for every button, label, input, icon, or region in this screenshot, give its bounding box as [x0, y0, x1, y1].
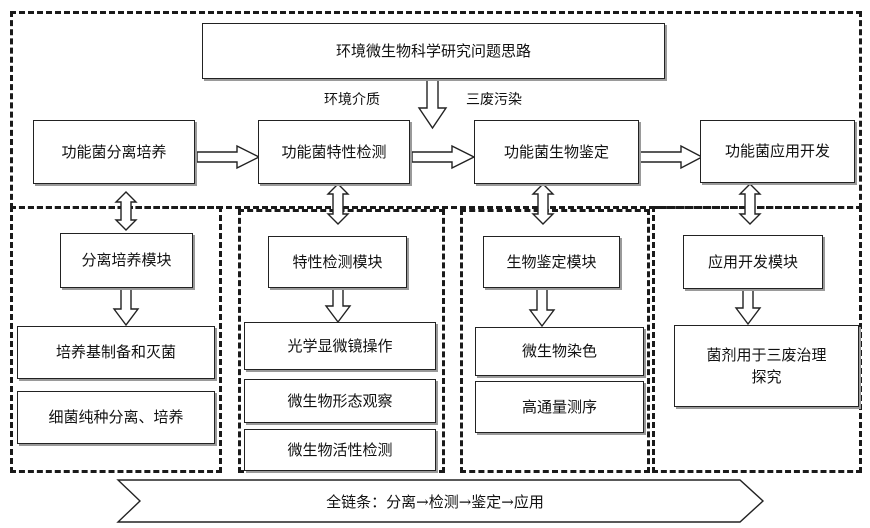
banner: 全链条：分离→检测→鉴定→应用 [0, 478, 870, 524]
stage-identification: 功能菌生物鉴定 [474, 120, 639, 184]
banner-shape [116, 479, 765, 523]
item-identification-2: 高通量测序 [475, 381, 644, 433]
item-label: 光学显微镜操作 [287, 336, 393, 355]
item-isolation-1: 培养基制备和灭菌 [17, 326, 215, 379]
application-group-border [652, 206, 862, 473]
double-arrow-1 [114, 191, 138, 231]
title-text: 环境微生物科学研究问题思路 [335, 41, 531, 60]
item-application-1: 菌剂用于三废治理探究 [674, 325, 859, 407]
item-detection-1: 光学显微镜操作 [244, 322, 436, 370]
module-label: 应用开发模块 [707, 252, 798, 271]
input-label-left: 环境介质 [324, 92, 380, 108]
item-label: 细菌纯种分离、培养 [48, 408, 184, 427]
module-label: 特性检测模块 [292, 252, 383, 271]
title-box: 环境微生物科学研究问题思路 [202, 23, 665, 79]
double-arrow-2 [326, 183, 350, 225]
stage-label: 功能菌特性检测 [281, 142, 387, 161]
stage-application: 功能菌应用开发 [700, 120, 855, 183]
stage-isolation: 功能菌分离培养 [33, 120, 195, 184]
stage-label: 功能菌生物鉴定 [503, 142, 609, 161]
down-arrow-1 [112, 288, 140, 327]
double-arrow-4 [738, 183, 762, 225]
right-arrow-3 [639, 144, 704, 170]
stage-detection: 功能菌特性检测 [258, 120, 410, 184]
input-label-right: 三废污染 [466, 92, 522, 108]
down-arrow-4 [734, 289, 762, 326]
item-label: 菌剂用于三废治理探究 [706, 345, 827, 387]
item-isolation-2: 细菌纯种分离、培养 [17, 391, 215, 444]
item-detection-3: 微生物活性检测 [244, 429, 436, 471]
module-application-title: 应用开发模块 [683, 235, 823, 289]
item-identification-1: 微生物染色 [475, 327, 644, 376]
item-label: 高通量测序 [521, 397, 597, 416]
stage-label: 功能菌应用开发 [724, 142, 830, 161]
item-label: 微生物染色 [521, 342, 597, 361]
identification-group-border [460, 209, 650, 473]
item-label: 培养基制备和灭菌 [55, 343, 176, 362]
stage-label: 功能菌分离培养 [61, 142, 167, 161]
item-label: 微生物形态观察 [287, 391, 393, 410]
item-label: 微生物活性检测 [287, 440, 393, 459]
down-arrow-title [417, 79, 448, 130]
module-detection-title: 特性检测模块 [268, 236, 407, 288]
down-arrow-2 [324, 287, 352, 324]
module-identification-title: 生物鉴定模块 [483, 236, 620, 288]
down-arrow-3 [528, 287, 556, 328]
double-arrow-3 [531, 183, 555, 225]
item-detection-2: 微生物形态观察 [244, 379, 436, 423]
banner-text: 全链条：分离→检测→鉴定→应用 [326, 492, 544, 511]
isolation-group-border [10, 206, 222, 473]
top-group-border [10, 11, 862, 209]
right-arrow-2 [411, 144, 476, 170]
right-arrow-1 [196, 144, 261, 170]
module-isolation-title: 分离培养模块 [60, 233, 193, 288]
module-label: 生物鉴定模块 [506, 252, 597, 271]
module-label: 分离培养模块 [81, 251, 172, 270]
